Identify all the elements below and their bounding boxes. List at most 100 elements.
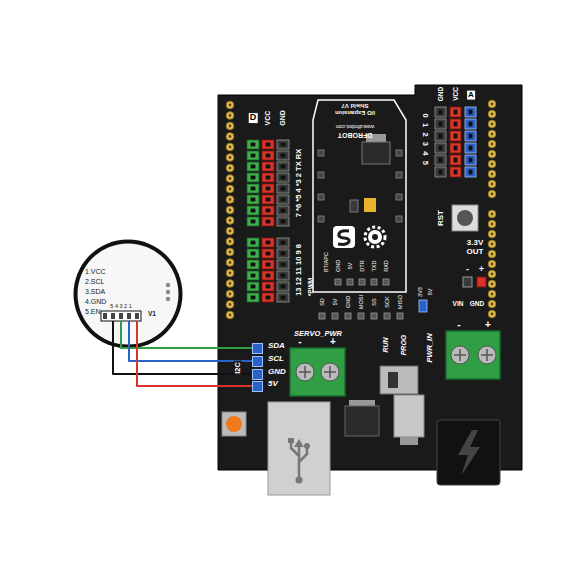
sensor-dot <box>166 290 170 294</box>
header-hole <box>226 133 234 141</box>
smd-parts <box>350 198 376 212</box>
pin-name: 5V <box>347 263 353 270</box>
header-hole <box>488 240 496 248</box>
header-hole <box>229 188 232 191</box>
voltage-regulator <box>362 142 390 164</box>
output-pins <box>463 277 486 287</box>
digital-pin <box>277 195 289 204</box>
shield-board <box>218 85 522 470</box>
analog-pin <box>435 119 446 129</box>
output-pins <box>477 277 486 287</box>
digital-pin <box>247 151 259 160</box>
pin-list-item: 1.VCC <box>85 268 106 276</box>
pin-name: MISO <box>397 295 403 309</box>
header-hole <box>226 112 234 120</box>
socket-pin <box>318 216 324 222</box>
i2c-pin: SDA <box>252 342 287 354</box>
sensor-pin <box>127 313 131 319</box>
jumper-label: 3V3 <box>417 287 423 297</box>
digital-pin <box>251 176 255 179</box>
digital-pin <box>262 173 274 182</box>
pin-name: SD <box>319 298 325 306</box>
header-hole <box>226 269 234 277</box>
socket-pin <box>396 172 402 178</box>
header-hole <box>488 290 496 298</box>
analog-pin <box>439 158 442 162</box>
analog-pin <box>450 143 461 153</box>
header-hole <box>491 233 494 236</box>
header-hole <box>488 130 496 138</box>
digital-pin <box>266 296 270 299</box>
digital-pin <box>281 143 285 146</box>
pin-name: 5V <box>332 299 338 306</box>
output-pins <box>463 277 472 287</box>
socket-pin <box>318 150 324 156</box>
header-hole <box>488 220 496 228</box>
i2c-pin: GND <box>252 368 288 380</box>
pin-row-name: VCC <box>452 87 459 101</box>
header-hole <box>491 253 494 256</box>
power-jack <box>437 420 500 485</box>
pin-label: GND <box>268 368 286 377</box>
icsp-pin <box>358 313 364 319</box>
sensor-pin <box>119 313 123 319</box>
power-components <box>345 395 424 445</box>
header-hole <box>488 190 496 198</box>
header-hole <box>226 122 234 130</box>
sensor-pin <box>103 313 107 319</box>
header-hole <box>226 175 234 183</box>
voltage-jumper <box>419 300 427 312</box>
digital-pin <box>277 271 289 280</box>
bluetooth-pin <box>359 279 365 285</box>
reset-button <box>452 205 478 231</box>
analog-pin <box>454 110 457 114</box>
logo-icons <box>368 230 382 244</box>
pin-square <box>252 343 263 354</box>
digital-pin <box>247 184 259 193</box>
pin-name: GND <box>335 260 341 272</box>
analog-pin <box>465 119 476 129</box>
digital-pin <box>247 206 259 215</box>
power-terminal-block <box>478 346 496 364</box>
digital-pin <box>262 271 274 280</box>
power-terminal-block <box>446 331 500 379</box>
digital-pin <box>262 206 274 215</box>
bluetooth-pin <box>347 279 353 285</box>
brand-name: DFROBOT <box>338 131 373 139</box>
digital-pin <box>247 293 259 302</box>
digital-pin <box>281 296 285 299</box>
reset-button <box>457 210 473 226</box>
power-terminal-block <box>454 349 466 361</box>
pin-list-item: 2.SCL <box>85 278 104 286</box>
analog-pin <box>454 146 457 150</box>
power-components <box>345 406 379 436</box>
header-hole <box>491 223 494 226</box>
header-hole <box>226 206 234 214</box>
analog-pin <box>465 155 476 165</box>
icsp-pin <box>319 313 325 319</box>
analog-pin <box>465 143 476 153</box>
sensor-module: 1.VCC2.SCL3.SDA4.GND5.EN <box>73 239 183 349</box>
header-hole <box>229 114 232 117</box>
analog-pin <box>469 110 472 114</box>
digital-pin <box>251 220 255 223</box>
sensor-face <box>78 244 179 345</box>
analog-pin <box>454 170 457 174</box>
header-hole <box>229 156 232 159</box>
reset-button-orange <box>222 412 246 436</box>
logo-icons <box>338 231 349 245</box>
analog-pin <box>465 131 476 141</box>
header-hole <box>226 311 234 319</box>
header-hole <box>491 133 494 136</box>
header-hole <box>491 113 494 116</box>
analog-pin <box>469 170 472 174</box>
digital-pin <box>247 217 259 226</box>
analog-pin <box>450 167 461 177</box>
header-hole <box>488 150 496 158</box>
header-hole <box>226 259 234 267</box>
power-components <box>394 395 424 437</box>
header-hole <box>226 290 234 298</box>
header-hole <box>488 100 496 108</box>
digital-pin <box>281 209 285 212</box>
